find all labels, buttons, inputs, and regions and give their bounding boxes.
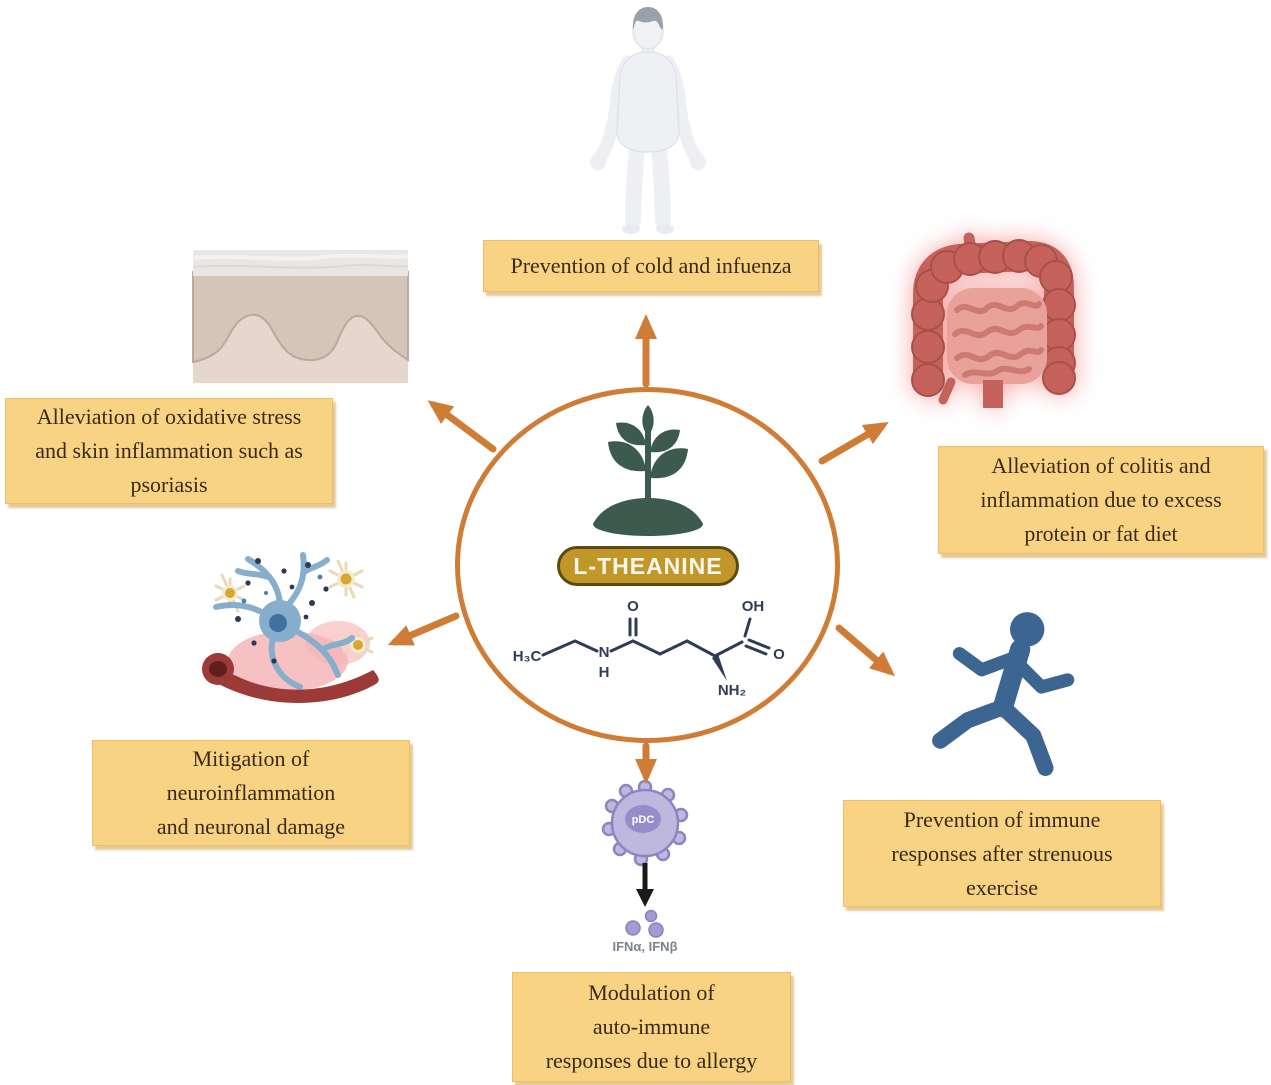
arrow-to-neuron — [387, 612, 460, 646]
runner-icon — [932, 612, 1075, 777]
arrow-to-exercise — [835, 624, 896, 677]
benefit-box-cold-influenza: Prevention of cold and infuenza — [483, 240, 819, 292]
benefit-box-neuroinflammation: Mitigation of neuroinflammation and neur… — [92, 740, 410, 846]
intestine-icon — [911, 232, 1076, 408]
arrow-to-colitis — [818, 421, 889, 465]
benefit-box-autoimmune-allergy: Modulation of auto-immune responses due … — [512, 972, 791, 1082]
pdc-cell-label: pDC — [632, 814, 655, 826]
ltheanine-molecule-structure: H₃C N H O OH O NH₂ — [513, 598, 785, 699]
glia-cell-icon — [328, 559, 364, 599]
molecule-o-acid-label: O — [773, 646, 785, 663]
benefit-box-colitis: Alleviation of colitis and inflammation … — [938, 446, 1264, 554]
molecule-h-label: H — [599, 664, 610, 681]
blood-vessel — [202, 653, 379, 703]
ifn-dots-icon — [625, 909, 664, 938]
ltheanine-badge: L-THEANINE — [557, 546, 739, 586]
pdc-cell-icon: pDC IFNα, IFNβ — [601, 779, 689, 954]
human-body-icon — [590, 7, 706, 234]
stereo-wedge-bond — [712, 654, 727, 681]
molecule-n-label: N — [599, 644, 610, 661]
molecule-nh2-label: NH₂ — [718, 682, 746, 699]
skin-layers-icon — [192, 250, 409, 383]
arrow-to-skin — [427, 400, 497, 453]
molecule-o-amide-label: O — [627, 598, 639, 615]
central-circle — [455, 387, 840, 743]
molecule-oh-label: OH — [742, 598, 765, 615]
benefit-box-skin-psoriasis: Alleviation of oxidative stress and skin… — [5, 398, 333, 504]
benefit-box-strenuous-exercise: Prevention of immune responses after str… — [843, 800, 1161, 907]
ifn-products-label: IFNα, IFNβ — [612, 939, 677, 954]
neuron-inflammation-icon — [202, 552, 379, 703]
glia-cell-icon — [342, 629, 374, 661]
tea-plant-icon — [593, 405, 703, 536]
ltheanine-badge-label: L-THEANINE — [573, 552, 723, 579]
hair — [633, 7, 663, 30]
molecule-h3c-label: H₃C — [513, 648, 542, 665]
